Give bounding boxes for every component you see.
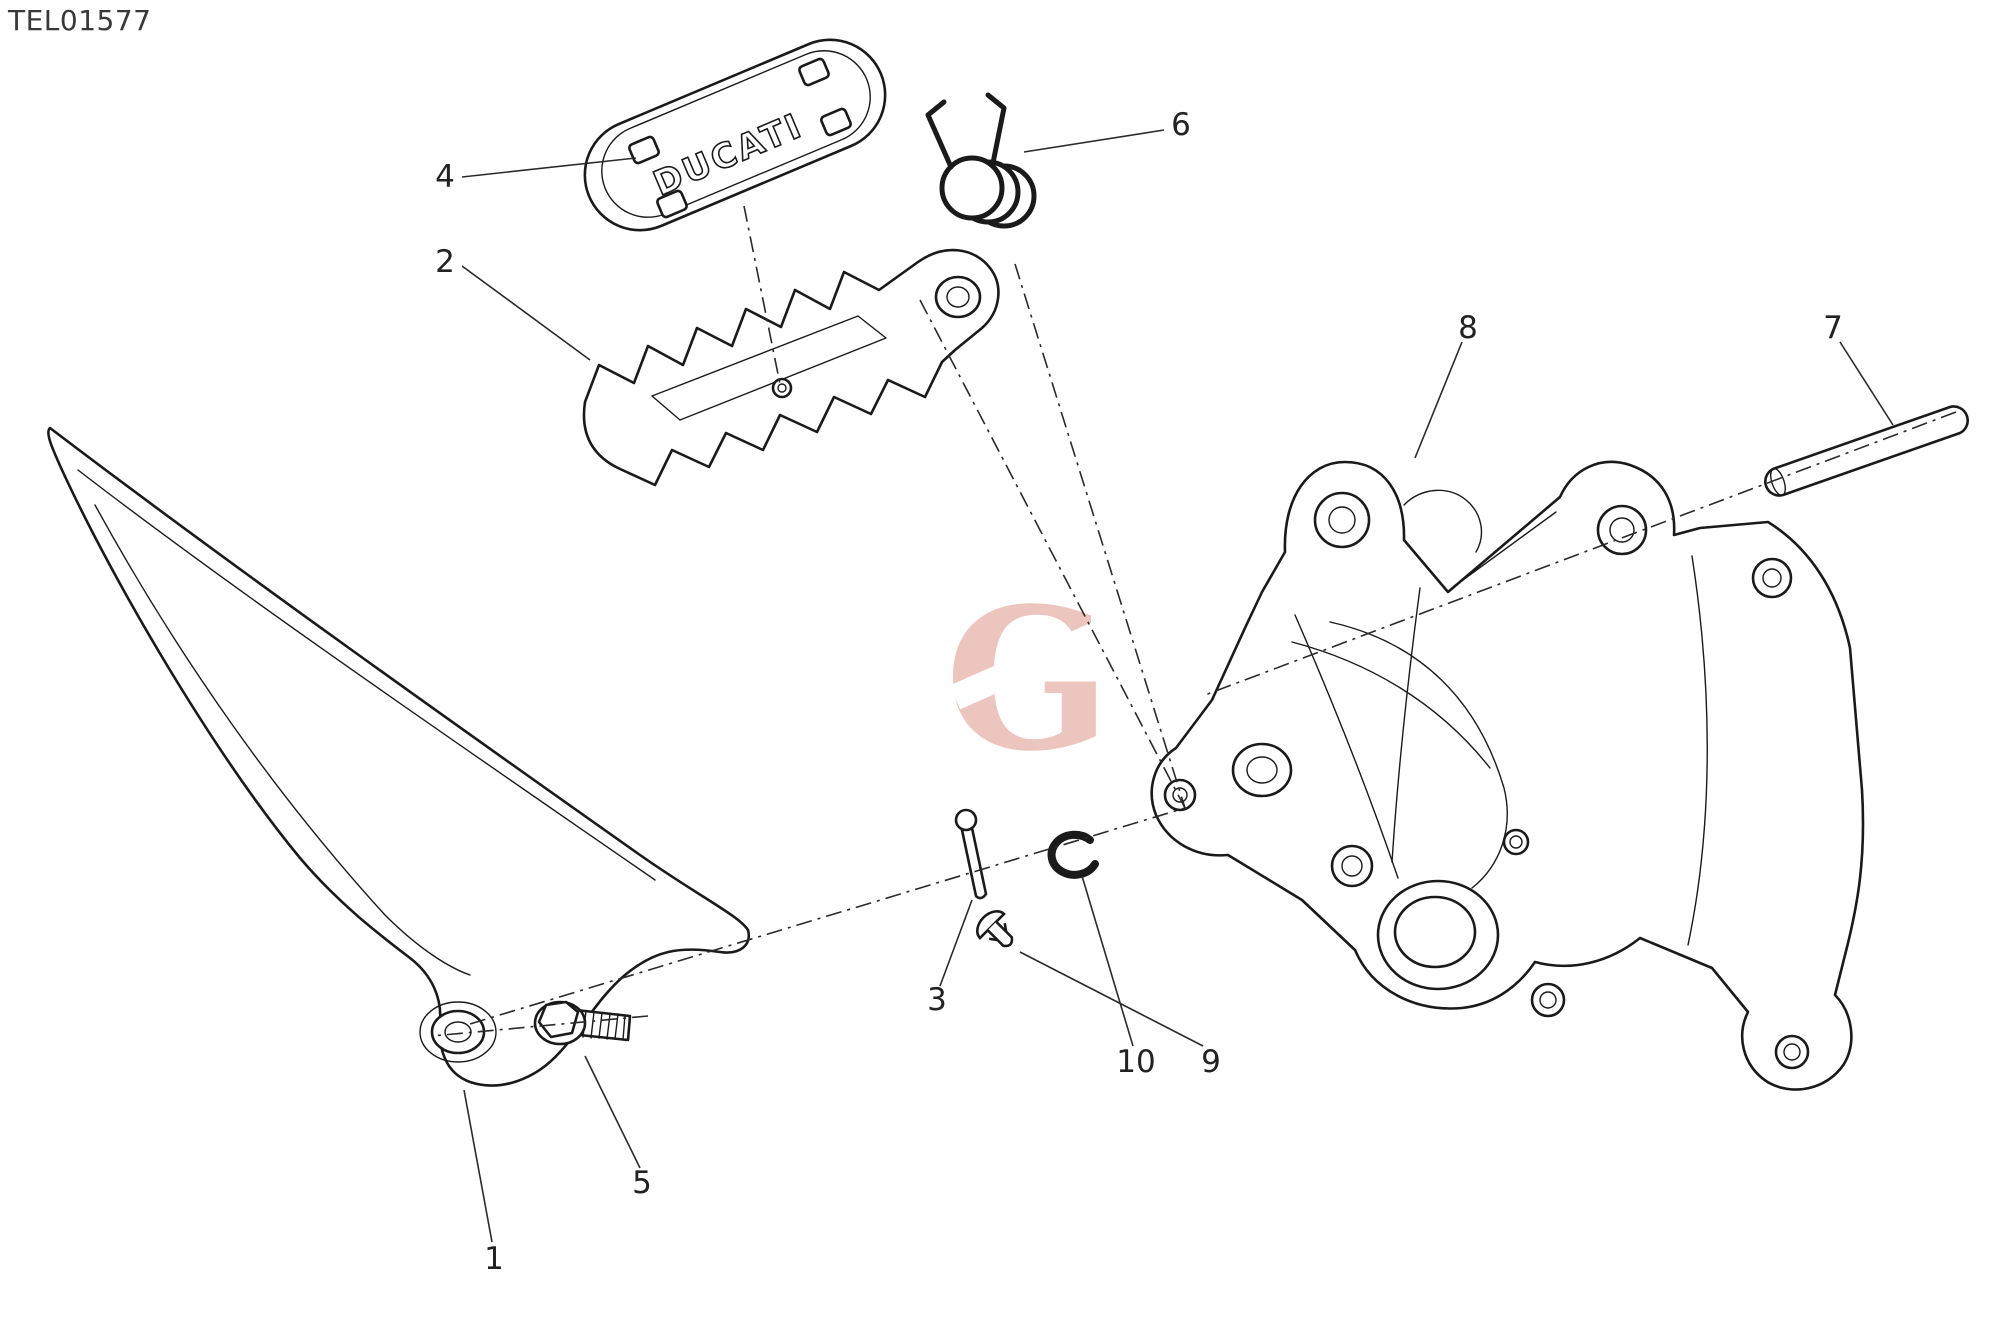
leader-6	[1023, 129, 1165, 153]
footpeg-pivot-hole-inner	[946, 286, 970, 308]
part-bolt	[533, 1000, 632, 1046]
callout-6: 6	[1171, 107, 1191, 143]
cotter-pin-eye	[954, 808, 978, 832]
leader-3	[939, 899, 973, 987]
bracket-notch-inner	[1451, 511, 1557, 589]
leader-lines	[461, 129, 1894, 1243]
footpeg-pad-screw-inner	[777, 383, 787, 393]
pad-outline	[583, 38, 887, 232]
snap-washer-ring	[1047, 830, 1099, 879]
bracket-second-ear	[1403, 489, 1483, 553]
leader-2	[461, 265, 591, 361]
bracket-ear-hole-right-inner	[1609, 517, 1635, 543]
bracket-rivet-hole-inner	[1341, 855, 1363, 877]
callout-7: 7	[1823, 310, 1843, 346]
part-push-rivet	[975, 909, 1014, 948]
bracket-center-boss-inner	[1246, 756, 1278, 784]
part-spring	[925, 92, 1037, 229]
part-footpeg-rubber-pad: DUCATI	[583, 38, 887, 232]
bracket-ear-hole-right	[1596, 504, 1648, 556]
bracket-hook-hole-inner	[1783, 1043, 1801, 1061]
heel-guard-boss	[419, 1001, 497, 1063]
bracket-rib	[1391, 587, 1421, 863]
spring-coil	[939, 155, 1005, 221]
axis-lines	[431, 205, 1957, 1037]
bracket-plate-hole-inner	[1762, 568, 1782, 588]
pad-tread-knob	[820, 107, 852, 137]
callout-5: 5	[632, 1165, 652, 1201]
diagram-code: TEL01577	[8, 4, 152, 37]
bracket-plate-contour	[1687, 555, 1708, 946]
pin-end-face	[1770, 467, 1786, 497]
bracket-small-hole-inner	[1539, 991, 1557, 1009]
leader-10	[1081, 875, 1134, 1047]
bracket-main-bore-inner	[1393, 895, 1477, 969]
callout-1: 1	[484, 1241, 504, 1277]
leader-1	[463, 1089, 493, 1243]
cotter-pin-legs	[960, 826, 988, 900]
pad-tread-knob	[798, 57, 830, 87]
leader-8	[1414, 341, 1463, 459]
leader-9	[1019, 951, 1204, 1047]
leader-4	[461, 157, 637, 178]
footpeg-pivot-hole	[934, 275, 982, 319]
pin-body	[1764, 405, 1969, 497]
bracket-hook-hole	[1774, 1034, 1810, 1070]
pin-axis-line	[1204, 411, 1957, 696]
pad-tread-knob	[656, 189, 688, 219]
callout-10: 10	[1116, 1044, 1155, 1080]
footpeg-pad-screw	[771, 377, 793, 399]
callout-4: 4	[435, 159, 455, 195]
heel-guard-inner-contour	[94, 504, 471, 976]
spring-leg-left	[925, 99, 954, 170]
bolt-axis-line	[431, 1015, 649, 1037]
bracket-ear-hole-left	[1313, 491, 1371, 549]
bracket-small-hole	[1530, 982, 1566, 1018]
pad-tread-knob	[628, 135, 660, 165]
bracket-mid-hole	[1502, 828, 1530, 856]
rivet-head	[975, 909, 1006, 940]
bracket-rib	[1291, 641, 1491, 769]
footpeg-outline	[582, 248, 1000, 487]
part-cotter-pin	[954, 808, 988, 900]
pivot-axis-line-2	[1014, 263, 1186, 809]
heel-guard-top-edge-line	[77, 469, 656, 881]
pivot-axis-line	[919, 299, 1186, 809]
callout-9: 9	[1201, 1044, 1221, 1080]
pad-inner-edge	[601, 50, 871, 218]
bracket-outline	[1150, 460, 1865, 1091]
callout-8: 8	[1458, 310, 1478, 346]
bracket-foot-hole	[1163, 778, 1197, 812]
bracket-rib	[1294, 614, 1399, 879]
spring-leg-right	[985, 92, 1007, 166]
guard-axis-line	[469, 807, 1186, 1025]
leader-7	[1839, 341, 1894, 426]
callout-3: 3	[927, 982, 947, 1018]
callout-labels: 1 2 3 4 5 6 7 8 9 10	[435, 107, 1843, 1277]
bracket-ear-hole-left-inner	[1328, 506, 1356, 534]
heel-guard-mount-hole	[430, 1009, 486, 1055]
footpeg-deck-inner	[651, 315, 887, 421]
watermark-stripe	[949, 619, 1109, 710]
part-snap-washer	[1047, 830, 1099, 879]
bracket-mid-hole-inner	[1509, 835, 1523, 849]
bracket-pocket	[1329, 621, 1508, 889]
bolt-hex-head	[537, 1000, 580, 1039]
heel-guard-outline	[47, 426, 751, 1087]
rivet-shank	[986, 920, 1014, 948]
bracket-foot-hole-inner	[1172, 787, 1188, 803]
bracket-rivet-hole	[1330, 844, 1374, 888]
part-pivot-pin	[1764, 405, 1969, 497]
part-bracket	[1150, 460, 1865, 1091]
callout-2: 2	[435, 244, 455, 280]
part-heel-guard	[47, 426, 751, 1087]
part-footpeg	[582, 248, 1000, 487]
bracket-center-boss	[1231, 742, 1293, 798]
bracket-plate-hole	[1751, 557, 1793, 599]
leader-5	[584, 1055, 641, 1169]
watermark: G	[945, 565, 1112, 794]
